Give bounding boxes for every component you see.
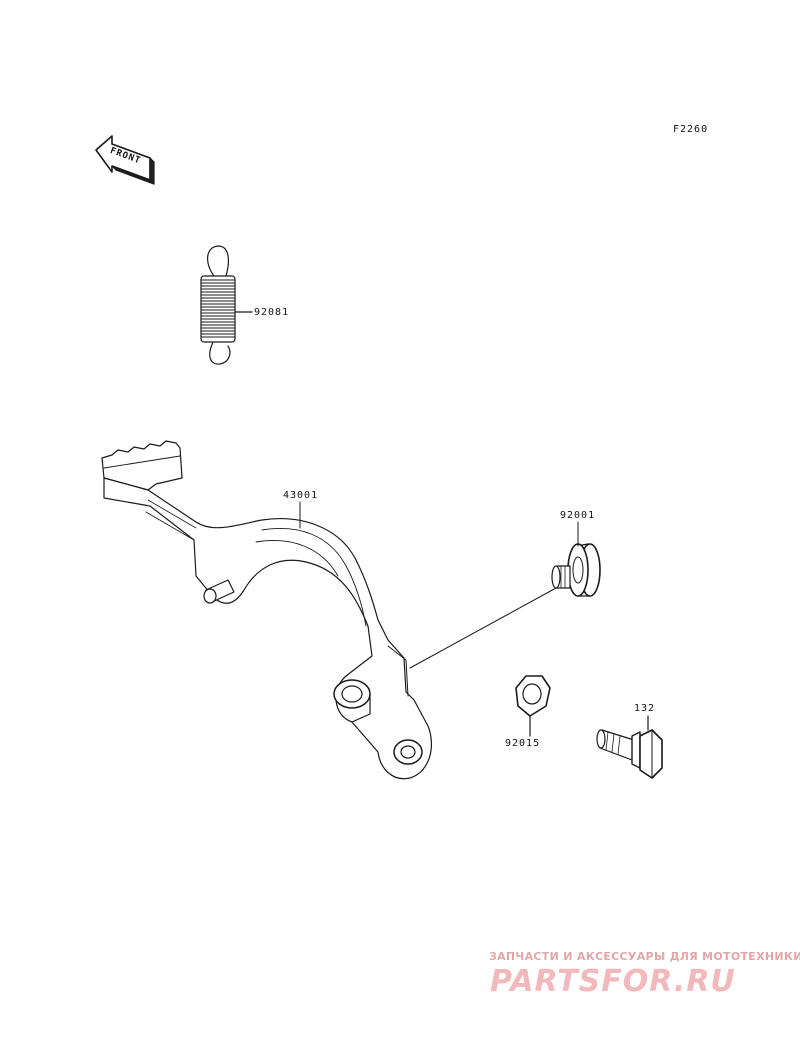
front-arrow-icon (95, 135, 155, 185)
assembly-line (409, 587, 557, 669)
part-number-bolt: 132 (634, 703, 656, 714)
watermark-tagline: ЗАПЧАСТИ И АКСЕССУАРЫ ДЛЯ МОТОТЕХНИКИ (489, 950, 800, 963)
part-number-washer: 92001 (560, 510, 596, 521)
nut-part-icon (515, 675, 551, 737)
part-number-spring: 92081 (254, 307, 290, 318)
brake-pedal-part-icon (101, 440, 432, 780)
washer-part-icon (551, 543, 601, 597)
watermark-logo: PARTSFOR.RU (490, 964, 736, 999)
part-number-nut: 92015 (505, 738, 541, 749)
part-number-brake-pedal: 43001 (283, 490, 319, 501)
bolt-part-icon (596, 715, 663, 779)
figure-code-label: F2260 (673, 124, 709, 135)
spring-part-icon (200, 245, 253, 365)
